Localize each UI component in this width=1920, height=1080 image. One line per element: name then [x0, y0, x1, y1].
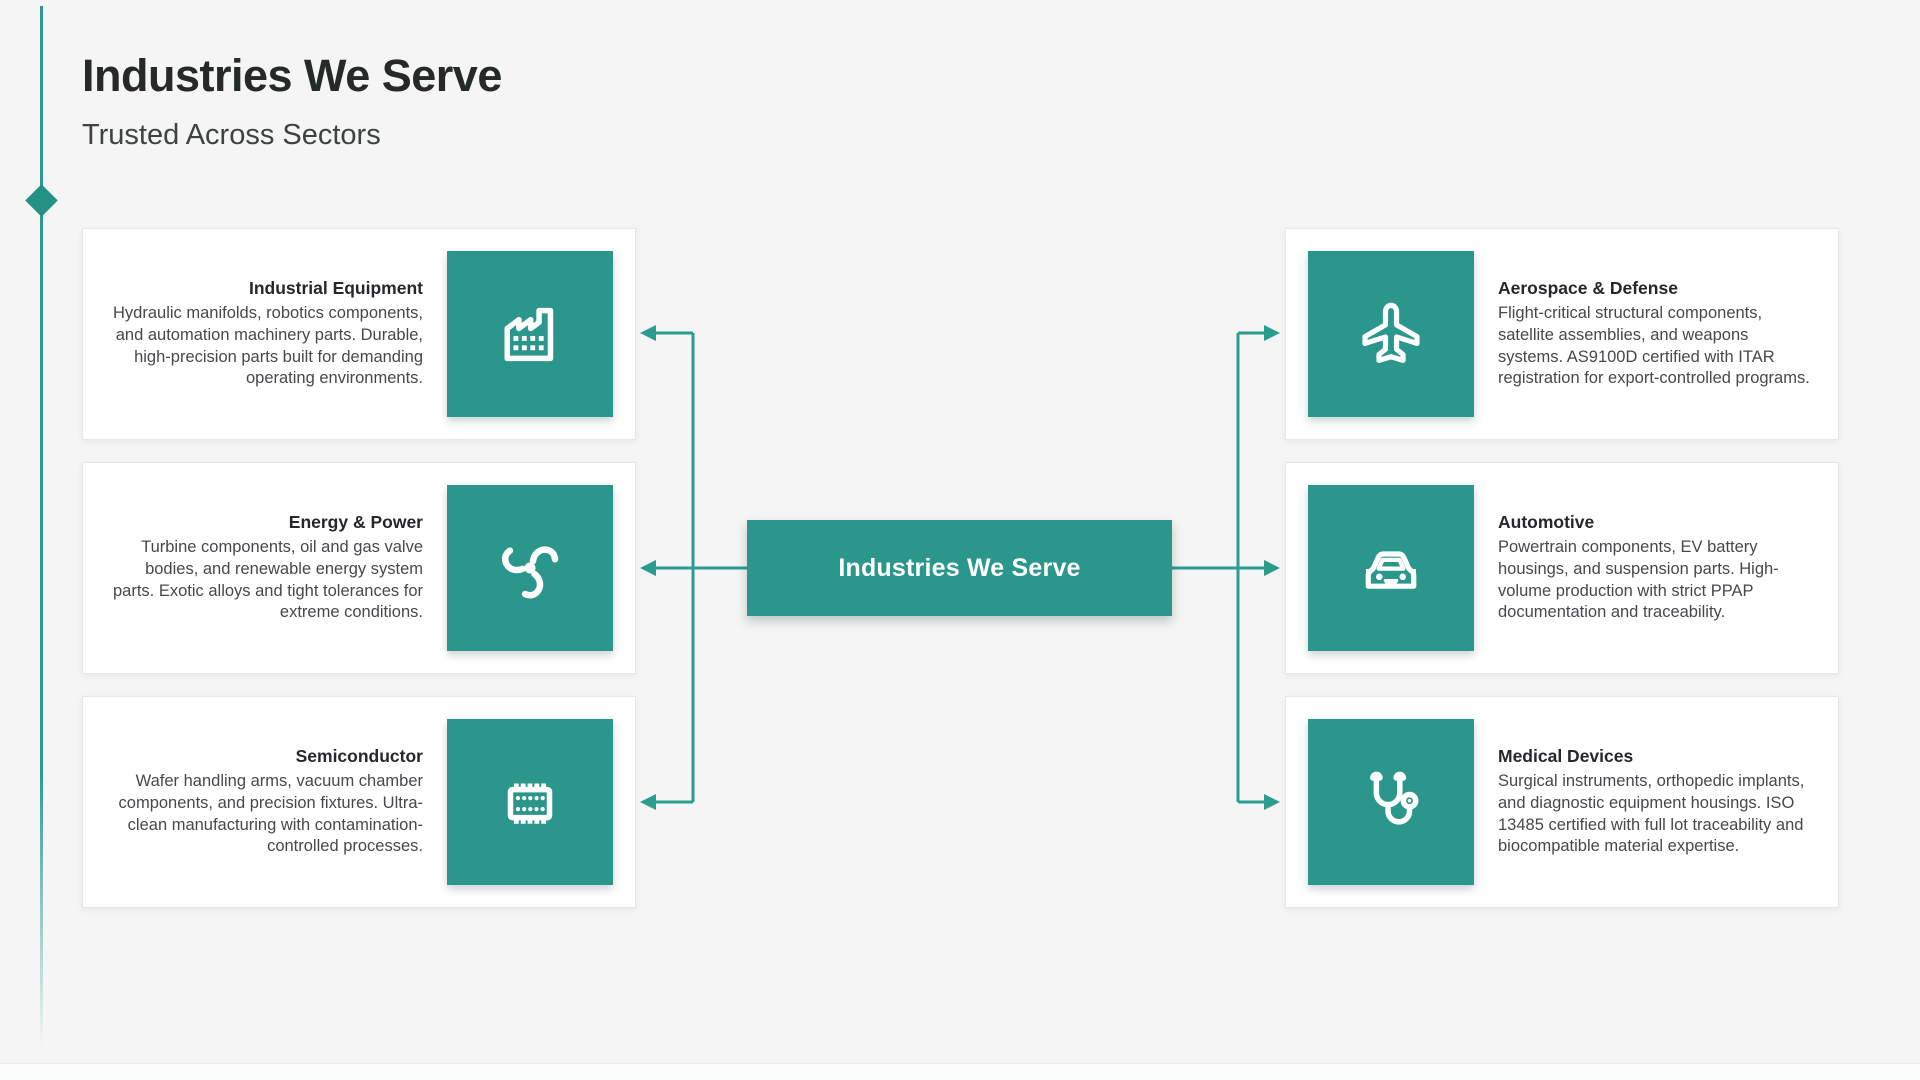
page-title: Industries We Serve [82, 50, 502, 101]
card-description: Flight-critical structural components, s… [1498, 303, 1810, 388]
card-title: Medical Devices [1498, 745, 1634, 766]
card-description: Turbine components, oil and gas valve bo… [113, 537, 423, 622]
card-title: Energy & Power [288, 511, 423, 532]
card-automotive: Automotive Powertrain components, EV bat… [1285, 462, 1839, 674]
card-title: Automotive [1498, 511, 1595, 532]
card-semiconductor: Semiconductor Wafer handling arms, vacuu… [82, 696, 636, 908]
card-text-block: Semiconductor Wafer handling arms, vacuu… [109, 697, 423, 907]
card-title: Semiconductor [295, 745, 423, 766]
card-text-block: Automotive Powertrain components, EV bat… [1498, 463, 1810, 673]
center-node-label: Industries We Serve [838, 553, 1081, 582]
factory-icon [447, 251, 613, 417]
card-text-block: Aerospace & Defense Flight-critical stru… [1498, 229, 1810, 439]
page-subtitle: Trusted Across Sectors [82, 119, 381, 151]
airplane-icon [1308, 251, 1474, 417]
bottom-edge-strip [0, 1063, 1920, 1080]
card-description: Surgical instruments, orthopedic implant… [1498, 771, 1805, 856]
accent-diamond-marker [25, 184, 58, 217]
card-industrial-equipment: Industrial Equipment Hydraulic manifolds… [82, 228, 636, 440]
card-description: Wafer handling arms, vacuum chamber comp… [118, 771, 423, 856]
card-title: Aerospace & Defense [1498, 277, 1678, 298]
turbine-icon [447, 485, 613, 651]
card-description: Hydraulic manifolds, robotics components… [113, 303, 423, 388]
card-aerospace-defense: Aerospace & Defense Flight-critical stru… [1285, 228, 1839, 440]
card-text-block: Medical Devices Surgical instruments, or… [1498, 697, 1810, 907]
card-energy-power: Energy & Power Turbine components, oil a… [82, 462, 636, 674]
card-description: Powertrain components, EV battery housin… [1498, 537, 1779, 622]
card-text-block: Industrial Equipment Hydraulic manifolds… [109, 229, 423, 439]
car-icon [1308, 485, 1474, 651]
accent-rail-line [40, 6, 43, 1046]
card-title: Industrial Equipment [248, 277, 423, 298]
card-text-block: Energy & Power Turbine components, oil a… [109, 463, 423, 673]
card-medical-devices: Medical Devices Surgical instruments, or… [1285, 696, 1839, 908]
chip-icon [447, 719, 613, 885]
center-node-industries: Industries We Serve [747, 520, 1172, 616]
stethoscope-icon [1308, 719, 1474, 885]
